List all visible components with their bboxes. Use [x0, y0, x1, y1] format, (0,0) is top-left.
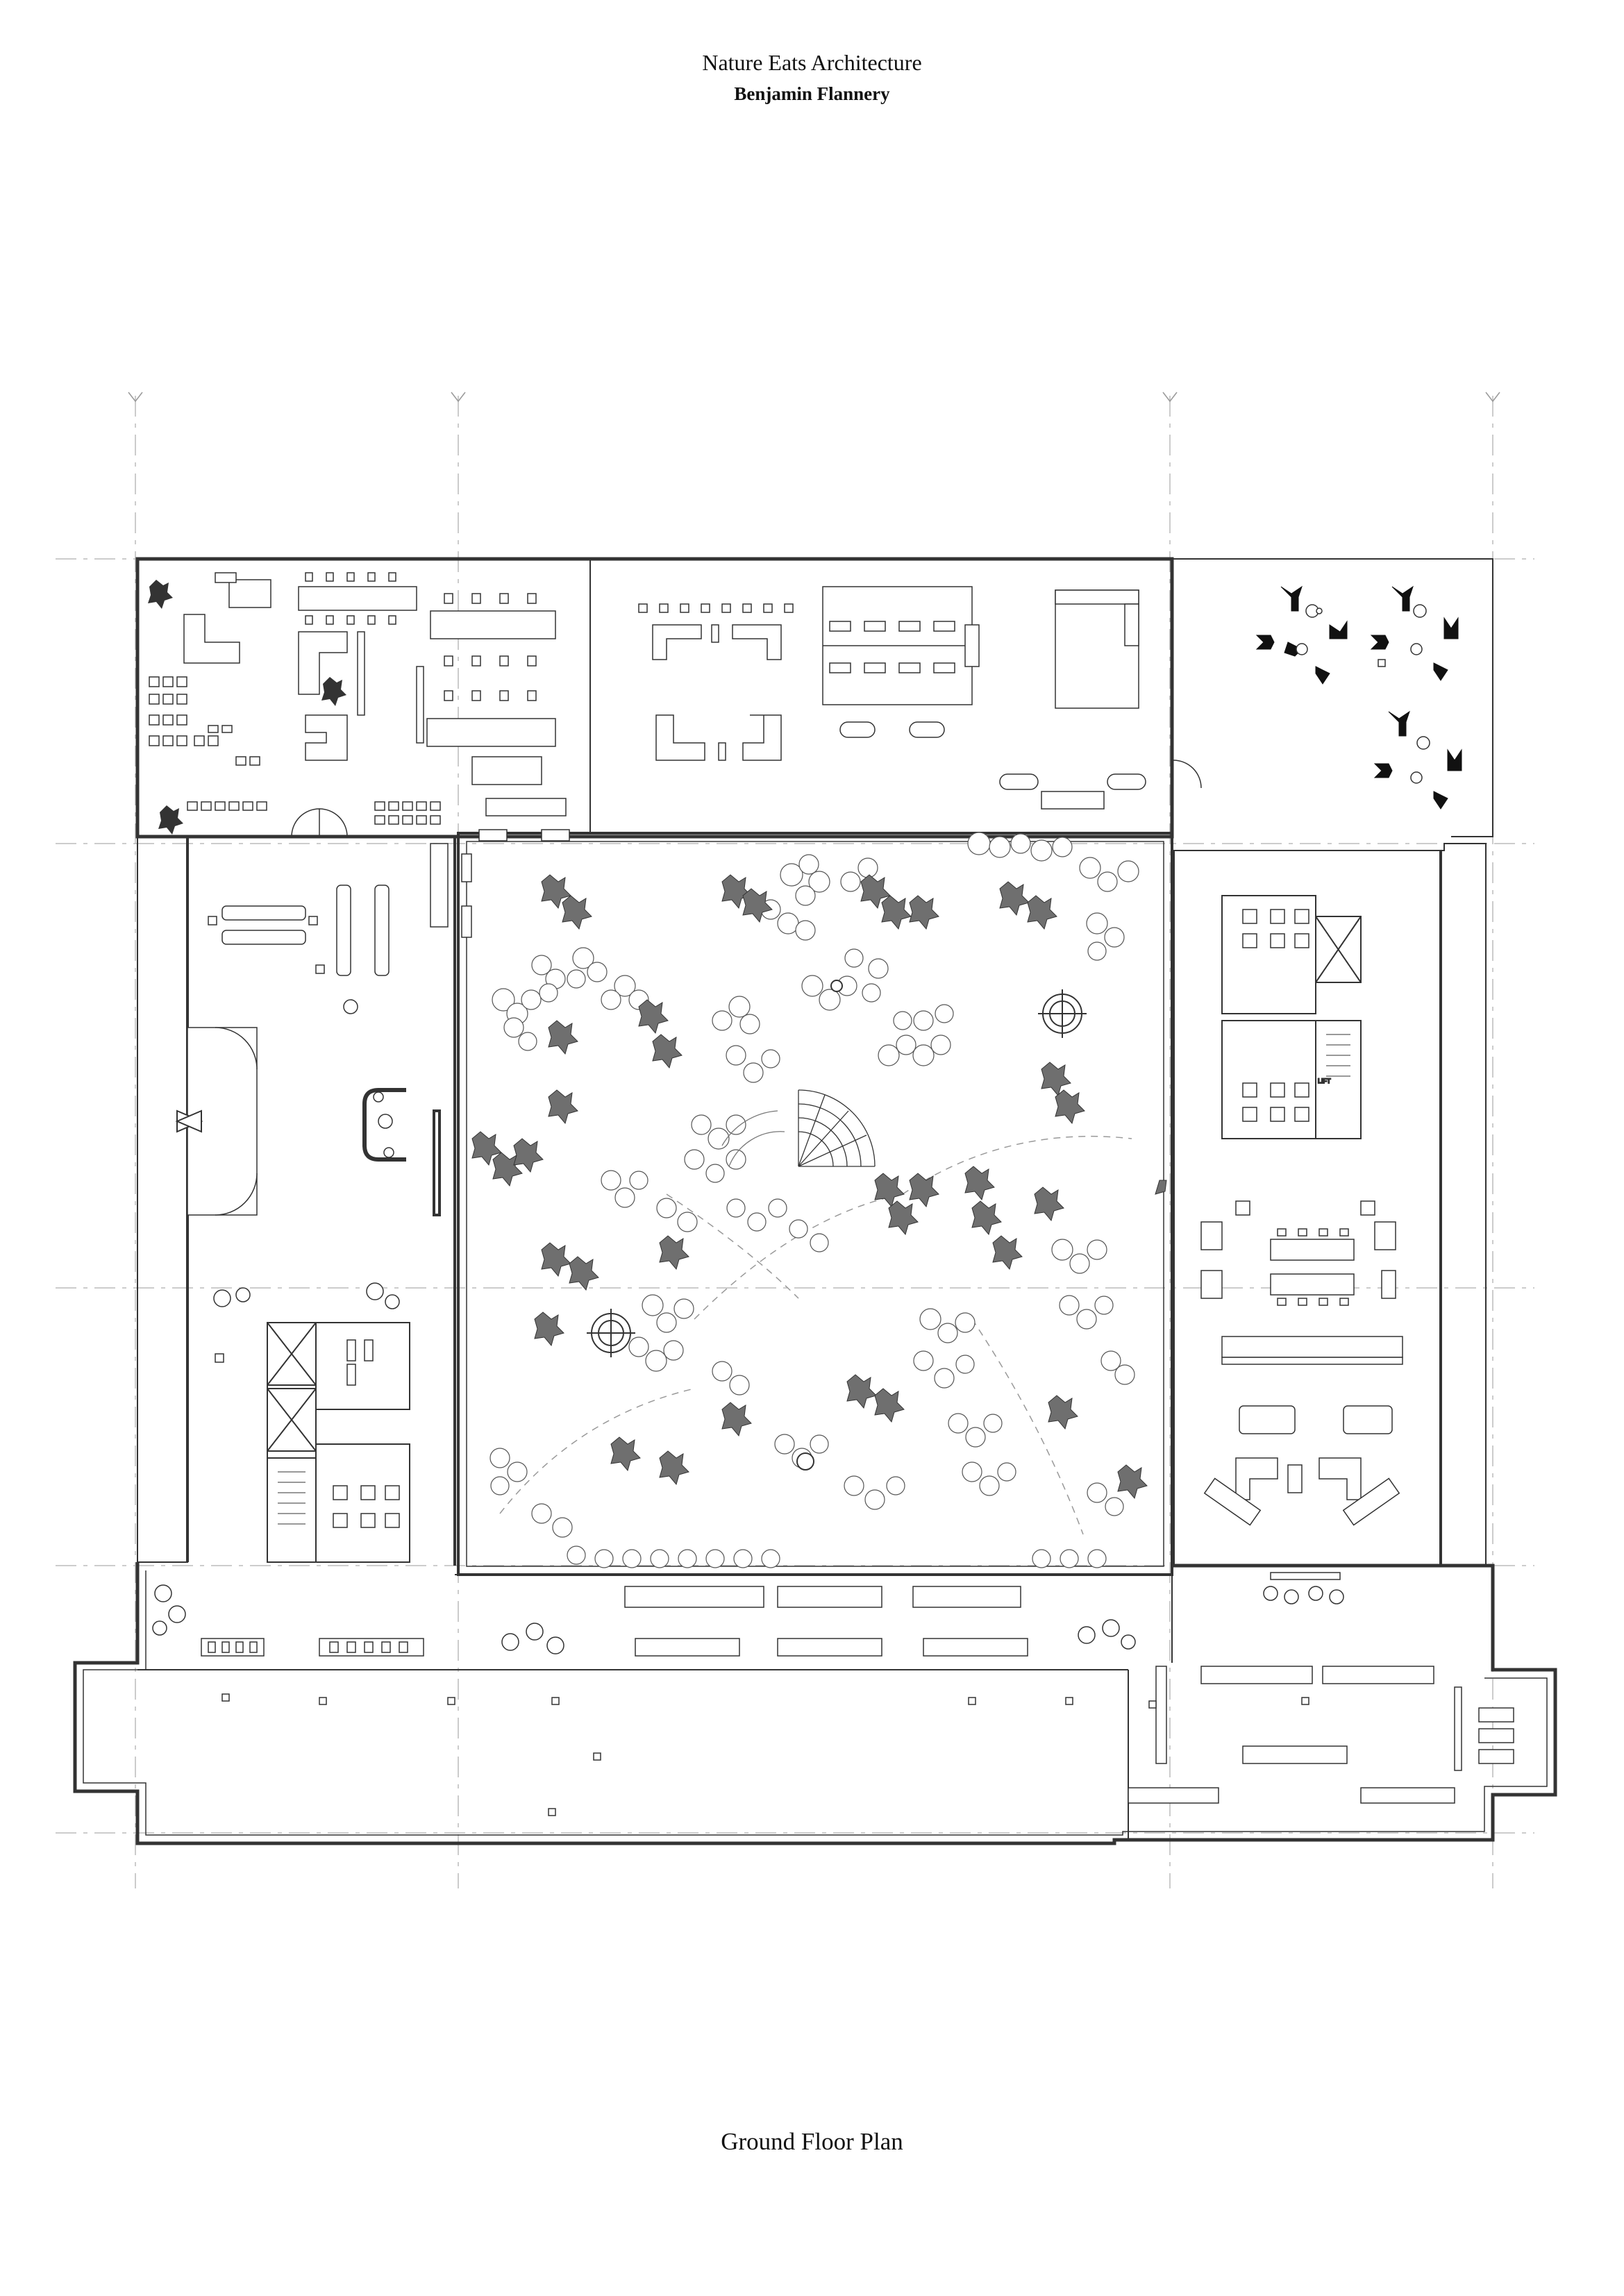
structural-grid	[56, 396, 1534, 1888]
north-west-office-furniture	[149, 572, 567, 825]
north-entrance-doors	[291, 760, 1202, 837]
north-east-office-furniture	[638, 586, 1146, 810]
sheet-title: Nature Eats Architecture	[702, 50, 922, 75]
east-wing-furniture	[1200, 1200, 1403, 1604]
courtyard-garden	[430, 829, 1167, 1568]
amphitheatre	[721, 1089, 876, 1167]
elevator-label: LIFT	[1318, 1078, 1331, 1084]
plaza-dark-seating	[1255, 585, 1462, 810]
south-wing-columns	[221, 1693, 1309, 1816]
south-wing-benches	[152, 1584, 1514, 1804]
north-west-dark-plants	[148, 580, 346, 835]
west-core	[267, 1322, 410, 1563]
grid-markers	[128, 392, 1500, 403]
courtyard-circular-seats	[587, 980, 1087, 1470]
east-core: LIFT	[1221, 895, 1362, 1139]
exterior-walls	[73, 557, 1557, 1845]
plaza-small-tables	[1296, 604, 1430, 784]
sheet-author: Benjamin Flannery	[734, 83, 890, 104]
drawing-caption: Ground Floor Plan	[721, 2128, 903, 2155]
west-wing-furniture	[175, 885, 441, 1363]
